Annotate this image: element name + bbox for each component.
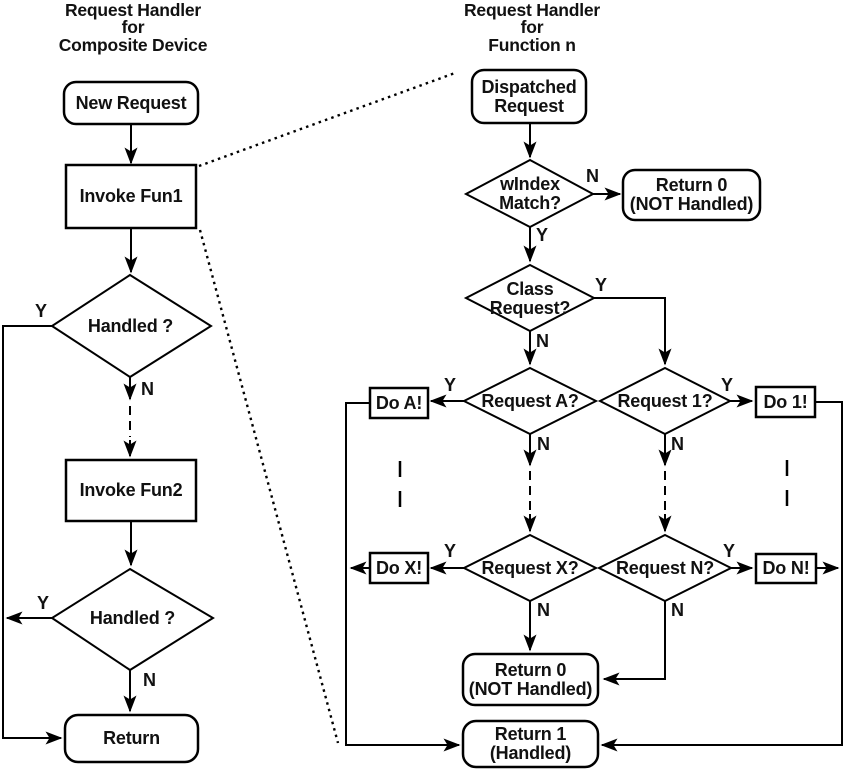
request-n-label: Request N? [615,558,714,578]
connector-do1-loop-to-return1 [600,401,843,752]
do-a-label: Do A! [375,392,423,413]
return0-bottom-label: Return 0 (NOT Handled) [468,659,593,699]
right-chart-title: Request Handler for Function n [463,0,601,55]
expansion-dotted-lines [198,71,456,744]
connector-class-yes-to-request1 [594,297,672,366]
handled2-yes-label: Y [37,593,50,613]
return-shape [63,713,200,764]
request-a-yes-label: Y [444,375,457,395]
return1-label: Return 1 (Handled) [489,724,572,763]
connector-lines [2,123,843,752]
invoke-fun1-label: Invoke Fun1 [79,186,183,206]
connector-doa-loop-to-return1 [345,402,461,752]
do-n-label: Do N! [762,558,810,578]
return0-top-shape [621,168,762,222]
request-x-label: Request X? [481,558,579,578]
handled1-label: Handled ? [87,315,174,336]
return-label: Return [103,728,160,748]
node-shapes [50,68,818,769]
handled1-yes-label: Y [35,301,48,321]
do-1-label: Do 1! [763,391,808,412]
request-x-no-label: N [537,600,550,620]
handled1-no-label: N [141,379,154,399]
request-a-diamond [461,366,599,436]
left-chart-title: Request Handler for Composite Device [58,0,208,55]
dispatched-request-label: Dispatched Request [481,76,577,116]
new-request-shape [62,80,200,126]
request-1-yes-label: Y [721,375,734,395]
ellipsis-marks [398,460,789,507]
request-1-no-label: N [671,434,684,454]
return0-top-label: Return 0 (NOT Handled) [629,175,754,214]
expansion-line-bottom [198,229,340,744]
windex-match-label: wIndex Match? [499,174,561,213]
handled2-label: Handled ? [89,607,176,628]
class-no-label: N [536,331,549,351]
return0-bottom-shape [461,652,600,707]
new-request-label: New Request [75,92,187,113]
windex-match-diamond [463,158,596,229]
expansion-line-top [198,71,456,168]
do-x-shape [368,551,430,585]
request-a-no-label: N [537,434,550,454]
request-n-no-label: N [671,600,684,620]
request-a-label: Request A? [481,391,579,411]
windex-yes-label: Y [536,225,549,245]
class-yes-label: Y [595,275,608,295]
do-a-shape [368,386,430,420]
do-n-shape [754,552,818,585]
class-request-diamond [463,263,597,333]
request-x-yes-label: Y [444,541,457,561]
request-1-label: Request 1? [617,391,713,411]
request-x-diamond [461,533,599,603]
handled1-diamond [50,273,213,379]
invoke-fun2-shape [64,458,198,523]
invoke-fun1-shape [64,163,198,230]
request-n-yes-label: Y [723,541,736,561]
windex-no-label: N [586,166,599,186]
handled2-diamond [50,567,215,672]
invoke-fun2-label: Invoke Fun2 [79,480,183,500]
connector-requestn-no-to-return0bottom [602,601,666,686]
connector-handled1-yes-loop-to-return [2,325,63,745]
do-1-shape [754,385,817,419]
return1-shape [461,719,600,769]
request-1-diamond [597,366,733,436]
class-request-label: Class Request? [489,278,571,318]
dispatched-request-shape [470,68,588,125]
do-x-label: Do X! [376,557,422,578]
handled2-no-label: N [143,670,156,690]
request-n-diamond [596,533,734,603]
